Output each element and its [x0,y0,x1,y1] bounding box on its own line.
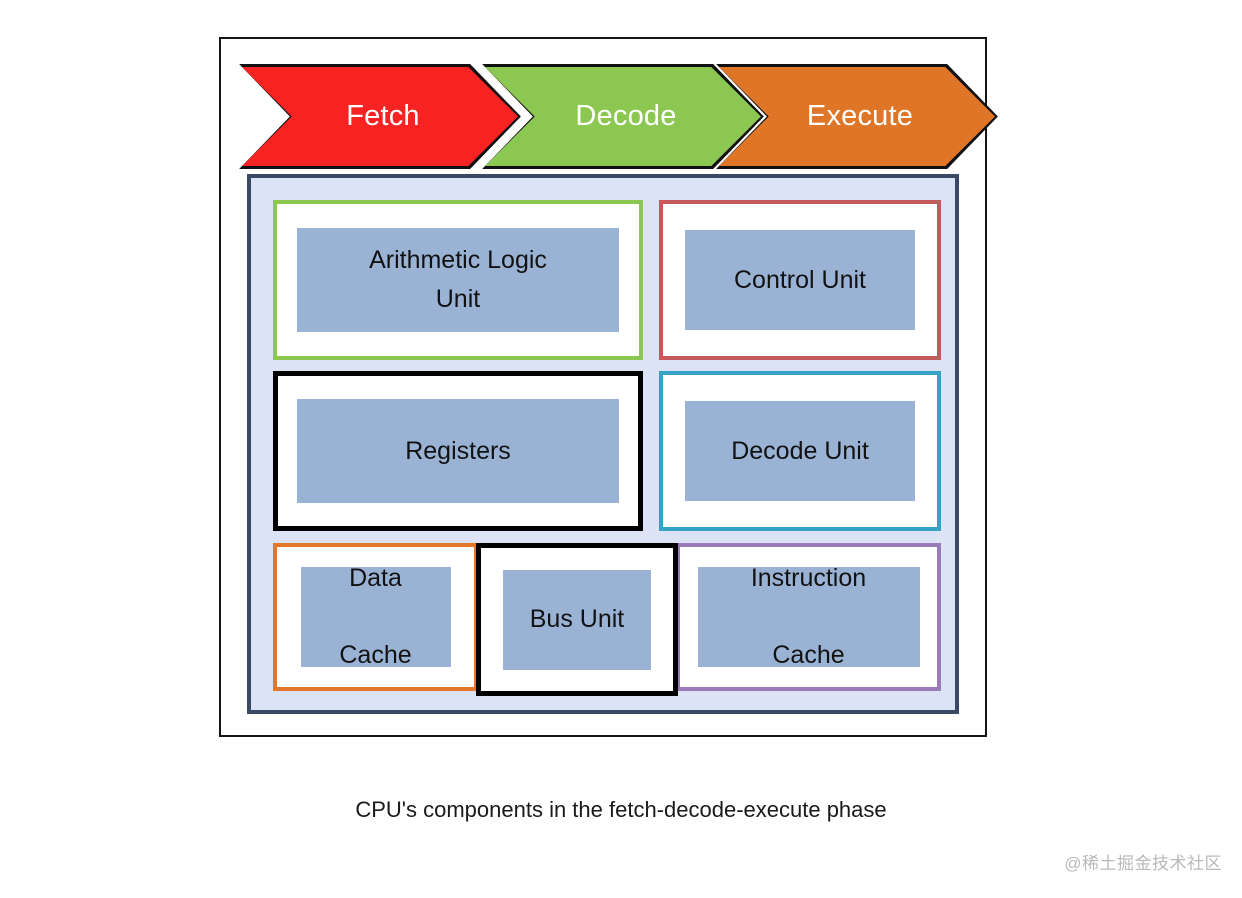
component-data-cache[interactable]: Data Cache [273,543,478,691]
diagram-frame: Fetch Decode Execute Arithmetic Logic Un… [219,37,998,737]
pipeline-stages: Fetch Decode Execute [239,64,998,169]
component-label: Instruction Cache [750,563,867,670]
component-label: Control Unit [734,265,866,294]
component-instruction-cache[interactable]: Instruction Cache [676,543,941,691]
component-label: Decode Unit [731,436,869,465]
component-inner: Registers [297,399,619,503]
diagram-caption: CPU's components in the fetch-decode-exe… [355,797,887,822]
component-decode-unit[interactable]: Decode Unit [659,371,941,531]
component-arithmetic-logic-unit[interactable]: Arithmetic Logic Unit [273,200,643,360]
component-label: Arithmetic Logic Unit [369,246,547,313]
component-inner: Data Cache [300,564,451,669]
cpu-panel: Arithmetic Logic Unit Control Unit Regis… [247,174,959,714]
component-inner: Instruction Cache [697,564,920,669]
pipeline-stage-label: Fetch [346,100,420,132]
pipeline-stage-label: Decode [575,100,677,132]
pipeline-stage-decode[interactable]: Decode [482,64,764,169]
component-inner: Bus Unit [503,569,651,670]
component-inner: Control Unit [685,230,915,330]
component-registers[interactable]: Registers [273,371,643,531]
component-control-unit[interactable]: Control Unit [659,200,941,360]
pipeline-stage-fetch[interactable]: Fetch [239,64,521,169]
pipeline-stage-label: Execute [806,100,914,132]
component-label: Registers [405,436,511,465]
component-label: Data Cache [339,563,412,670]
component-bus-unit[interactable]: Bus Unit [476,543,678,696]
component-label: Bus Unit [529,605,625,634]
watermark: @稀土掘金技术社区 [1064,854,1222,873]
component-inner: Decode Unit [685,401,915,501]
component-inner: Arithmetic Logic Unit [297,228,619,332]
